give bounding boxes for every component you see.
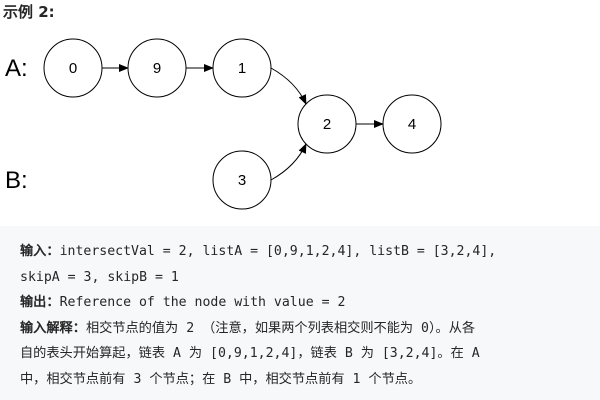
edge-a2-shared0 [270,67,307,105]
node-a2: 1 [212,38,272,98]
list-a-label: A: [5,55,28,82]
example-block: 输入：intersectVal = 2, listA = [0,9,1,2,4]… [0,226,600,400]
node-b0-value: 3 [238,172,246,189]
node-a0-value: 0 [69,60,77,77]
linked-list-diagram: A: B: 0 9 1 3 2 4 [5,38,442,210]
node-b0: 3 [212,150,272,210]
list-b-label: B: [5,167,28,194]
output-paragraph: 输出：Reference of the node with value = 2 [20,290,586,316]
node-shared1-value: 4 [408,116,416,133]
node-a1-value: 9 [153,60,161,77]
input-line-1: intersectVal = 2, listA = [0,9,1,2,4], l… [59,244,497,259]
node-a1: 9 [127,38,187,98]
node-a0: 0 [43,38,103,98]
explanation-line-1: 相交节点的值为 2 （注意，如果两个列表相交则不能为 0）。从各 [85,320,476,336]
edge-b0-shared0 [270,143,307,181]
output-value: Reference of the node with value = 2 [59,295,346,310]
output-label: 输出： [20,295,60,310]
node-shared0: 2 [297,94,357,154]
input-paragraph: 输入：intersectVal = 2, listA = [0,9,1,2,4]… [20,239,586,265]
node-shared0-value: 2 [323,116,331,133]
node-shared1: 4 [382,94,442,154]
input-line-2: skipA = 3, skipB = 1 [20,269,179,285]
explanation-paragraph: 输入解释：相交节点的值为 2 （注意，如果两个列表相交则不能为 0）。从各 [20,316,586,342]
explanation-label: 输入解释： [20,320,86,336]
node-a2-value: 1 [238,60,246,77]
explanation-line-2: 自的表头开始算起，链表 A 为 [0,9,1,2,4]，链表 B 为 [3,2,… [20,346,480,361]
example-heading: 示例 2: [3,3,55,21]
input-label: 输入： [20,244,60,259]
explanation-line-3: 中，相交节点前有 3 个节点；在 B 中，相交节点前有 1 个节点。 [20,371,422,387]
